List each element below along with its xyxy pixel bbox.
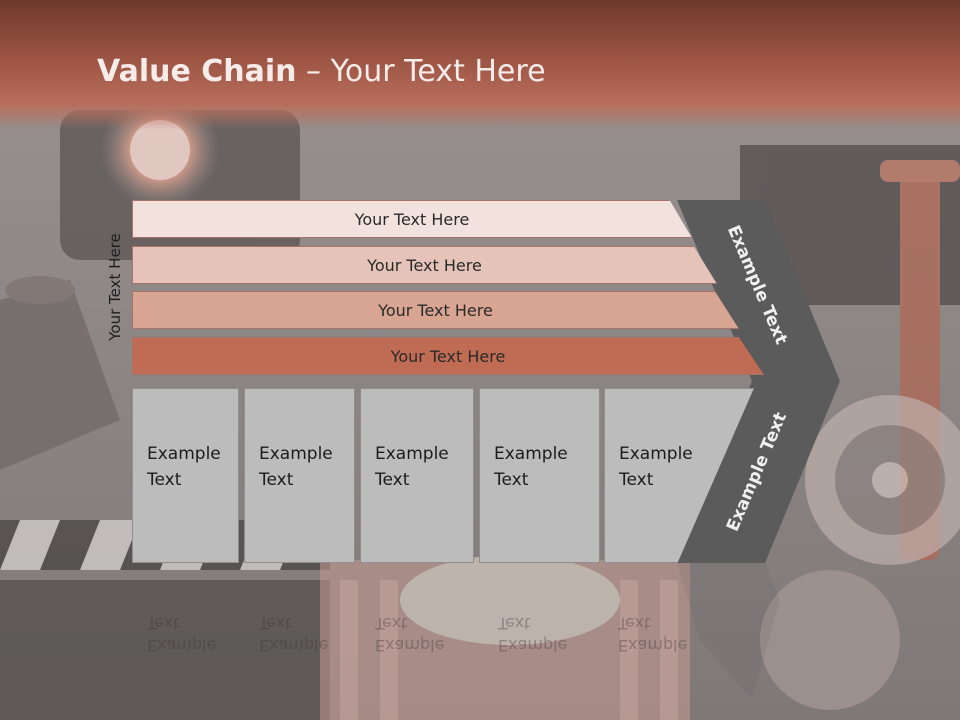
box-5-reflection: Example Text bbox=[618, 612, 687, 656]
bar-1-label: Your Text Here bbox=[354, 209, 470, 229]
box-1-reflection: Example Text bbox=[147, 612, 216, 656]
bar-3: Your Text Here bbox=[132, 291, 739, 329]
box-3-reflection-line1: Example bbox=[375, 636, 445, 655]
box-2-reflection-line2: Text bbox=[259, 614, 292, 633]
box-5-line2: Text bbox=[619, 470, 654, 490]
box-1-line2: Text bbox=[147, 470, 182, 490]
box-3-line2: Text bbox=[375, 470, 410, 490]
box-2-line2: Text bbox=[259, 470, 294, 490]
box-4-reflection-line2: Text bbox=[498, 614, 531, 633]
box-3-reflection-line2: Text bbox=[375, 614, 408, 633]
box-2-line1: Example bbox=[259, 444, 333, 464]
bar-1: Your Text Here bbox=[132, 200, 692, 238]
title-rest: – Your Text Here bbox=[296, 54, 546, 89]
box-5-reflection-line1: Example bbox=[618, 636, 688, 655]
box-5-line1: Example bbox=[619, 444, 693, 464]
film-reel-graphic bbox=[760, 395, 960, 710]
box-4-reflection-line1: Example bbox=[498, 636, 568, 655]
slide-title: Value Chain – Your Text Here bbox=[97, 54, 546, 89]
box-1-line1: Example bbox=[147, 444, 221, 464]
box-4-line1: Example bbox=[494, 444, 568, 464]
box-2-reflection-line1: Example bbox=[259, 636, 329, 655]
box-3-reflection: Example Text bbox=[375, 612, 444, 656]
popcorn-graphic bbox=[320, 555, 690, 720]
box-5-reflection-line2: Text bbox=[618, 614, 651, 633]
title-bold: Value Chain bbox=[97, 54, 297, 89]
box-2-reflection: Example Text bbox=[259, 612, 328, 656]
bar-3-label: Your Text Here bbox=[378, 300, 493, 320]
bar-4-label: Your Text Here bbox=[390, 346, 506, 366]
box-4-line2: Text bbox=[494, 470, 529, 490]
box-4-reflection: Example Text bbox=[498, 612, 567, 656]
box-1-reflection-line1: Example bbox=[147, 636, 217, 655]
bar-2-label: Your Text Here bbox=[367, 255, 482, 275]
box-3-line1: Example bbox=[375, 444, 449, 464]
megaphone-graphic bbox=[0, 276, 120, 470]
bar-4: Your Text Here bbox=[132, 337, 764, 375]
box-1-reflection-line2: Text bbox=[147, 614, 180, 633]
title-band bbox=[0, 0, 960, 130]
bar-2: Your Text Here bbox=[132, 246, 717, 284]
